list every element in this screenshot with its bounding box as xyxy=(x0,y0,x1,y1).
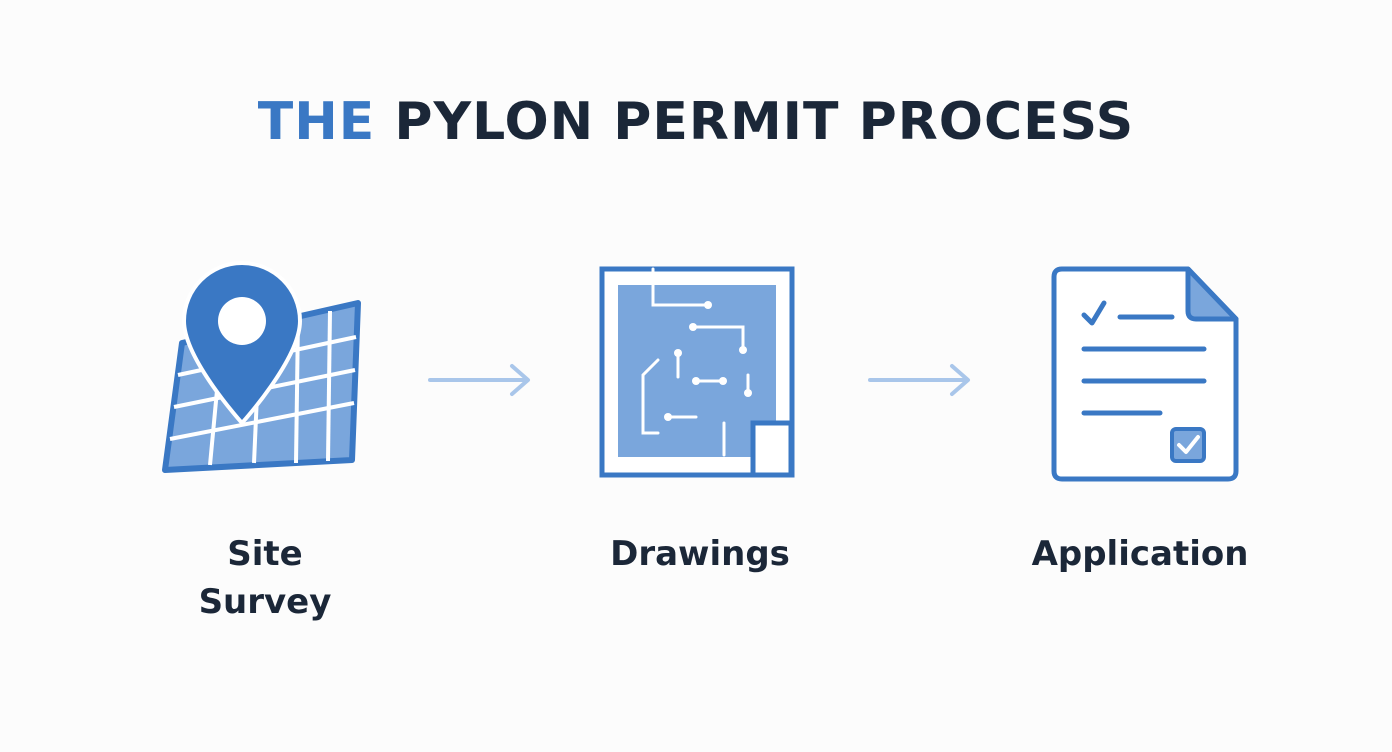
step-label-line-1: Site xyxy=(227,534,303,574)
title-rest: PYLON PERMIT PROCESS xyxy=(394,92,1135,152)
step-label-site-survey: Site Survey xyxy=(165,530,365,626)
blueprint-icon xyxy=(599,266,795,478)
step-label-line-2: Survey xyxy=(198,582,332,622)
arrow-right-icon xyxy=(428,364,530,396)
step-label-application: Application xyxy=(1031,534,1249,574)
diagram-title: THE PYLON PERMIT PROCESS xyxy=(0,92,1392,152)
document-checklist-icon xyxy=(1051,266,1239,482)
title-accent: THE xyxy=(257,92,376,152)
arrow-right-icon xyxy=(868,364,970,396)
map-pin-icon xyxy=(162,260,361,473)
step-label-drawings: Drawings xyxy=(610,534,790,574)
